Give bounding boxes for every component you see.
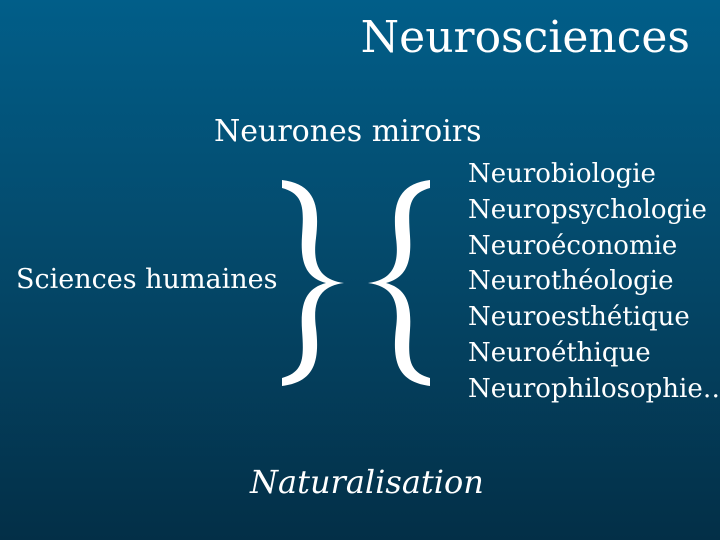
- list-item: Neuroéthique: [468, 337, 651, 368]
- left-curly-brace-icon: [366, 176, 442, 390]
- list-item: Neuroéconomie: [468, 230, 678, 261]
- left-label: Sciences humaines: [16, 264, 278, 295]
- top-label: Neurones miroirs: [214, 114, 482, 149]
- list-item: Neurothéologie: [468, 266, 674, 297]
- slide-title: Neurosciences: [360, 12, 690, 63]
- list-item: Neurobiologie: [468, 159, 656, 189]
- list-item: Neuropsychologie: [468, 194, 707, 225]
- right-curly-brace-icon: [270, 176, 346, 390]
- footer-label: Naturalisation: [250, 463, 484, 501]
- neuro-fields-list: Neurobiologie Neuropsychologie Neuroécon…: [468, 157, 720, 408]
- list-item: Neurophilosophie…: [468, 373, 720, 404]
- list-item: Neuroesthétique: [468, 302, 690, 333]
